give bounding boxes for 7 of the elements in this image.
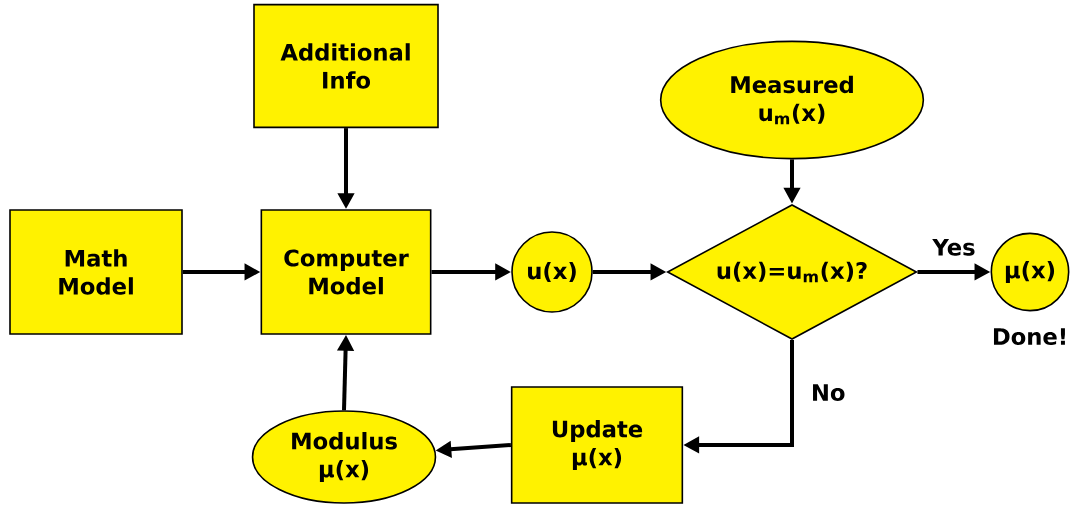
process-box: Computer Model [260,209,432,335]
process-box: Update μ(x) [510,386,684,504]
process-box: Additional Info [253,3,439,129]
edge-label: No [808,381,849,404]
edge-label: Yes [929,236,979,259]
process-box: Math Model [9,209,183,335]
node-label: Done! [993,328,1065,345]
